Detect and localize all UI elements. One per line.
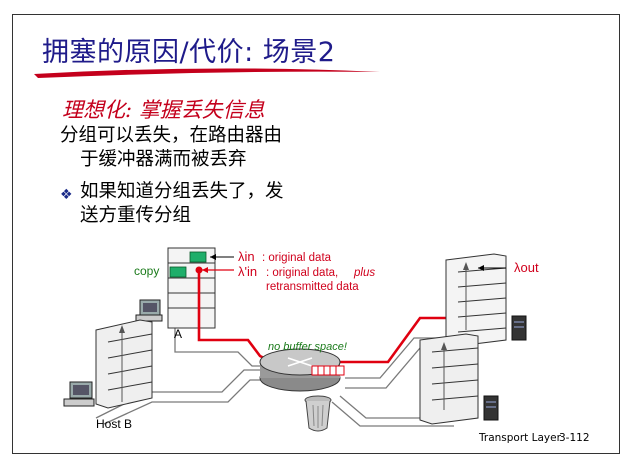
lambda-in-desc: : original data bbox=[262, 252, 332, 264]
lambda-prime-in-label: λ'in bbox=[238, 264, 257, 279]
server-tower-icon-top bbox=[511, 315, 527, 341]
body-line-2: 于缓冲器满而被丢弃 bbox=[80, 149, 247, 170]
host-b-label: Host B bbox=[96, 417, 132, 431]
server-tower-icon-bottom bbox=[483, 395, 499, 421]
lambda-prime-desc-1: : original data, bbox=[266, 267, 338, 279]
router-icon bbox=[259, 348, 345, 392]
lambda-prime-in-arrow bbox=[202, 267, 234, 273]
flow-origin-dot bbox=[195, 266, 203, 274]
bullet-line-1: 如果知道分组丢失了，发 bbox=[80, 181, 284, 202]
lambda-out-label: λout bbox=[514, 260, 539, 275]
lambda-prime-desc-2: retransmitted data bbox=[266, 281, 359, 293]
bullet-icon: ❖ bbox=[60, 187, 73, 203]
copy-label: copy bbox=[134, 264, 159, 278]
host-a-computer-icon bbox=[135, 299, 163, 322]
dest-server-top bbox=[445, 253, 507, 347]
slide-title: 拥塞的原因/代价: 场景2 bbox=[42, 37, 336, 68]
slide-subtitle: 理想化: 掌握丢失信息 bbox=[62, 98, 265, 122]
footer-page-number: 3-112 bbox=[559, 432, 590, 444]
host-b-server bbox=[95, 319, 153, 409]
title-underline bbox=[34, 68, 380, 78]
dest-server-bottom bbox=[419, 333, 479, 425]
footer-section-label: Transport Layer bbox=[479, 432, 561, 444]
trash-can-icon bbox=[304, 395, 332, 432]
host-a-label: A bbox=[174, 327, 182, 341]
router-status-label: no buffer space! bbox=[268, 341, 347, 353]
host-b-computer-icon bbox=[63, 381, 95, 407]
host-a-server bbox=[167, 247, 216, 329]
lambda-out-arrow bbox=[478, 265, 506, 271]
lambda-in-arrow bbox=[210, 254, 234, 260]
lambda-prime-desc-plus: plus bbox=[353, 267, 375, 279]
bullet-line-2: 送方重传分组 bbox=[80, 205, 192, 226]
body-line-1: 分组可以丢失，在路由器由 bbox=[60, 125, 283, 146]
lambda-in-label: λin bbox=[238, 249, 255, 264]
